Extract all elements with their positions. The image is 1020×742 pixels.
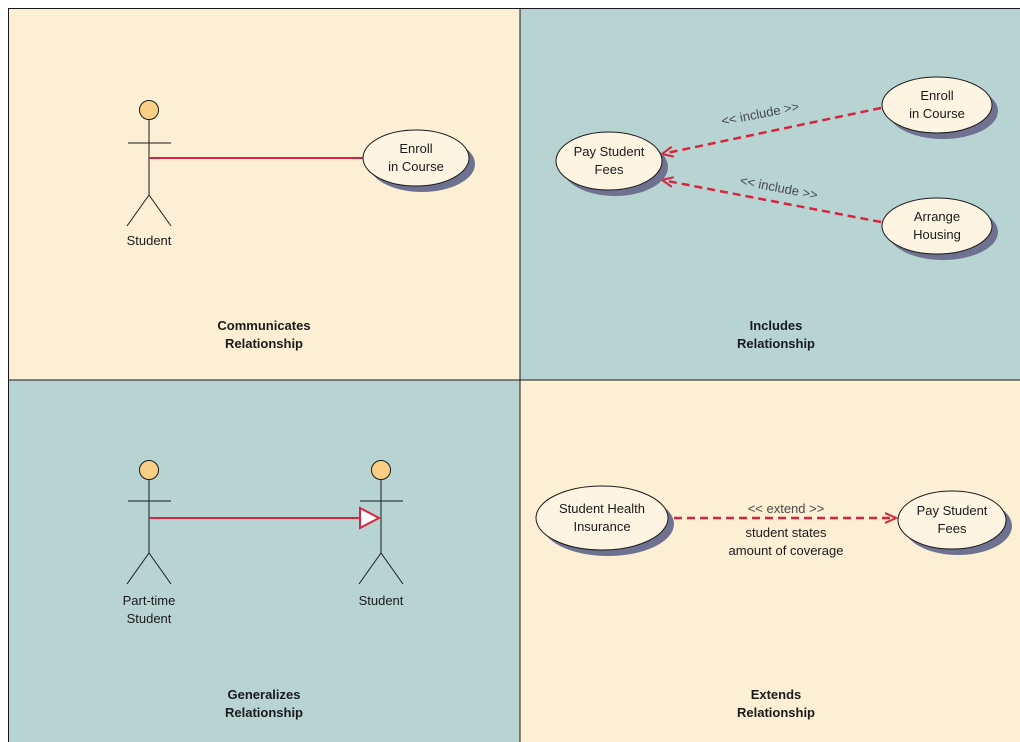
actor-student-parent-label: Student xyxy=(359,593,404,608)
svg-text:Enroll: Enroll xyxy=(399,141,432,156)
panel-communicates-subtitle: Relationship xyxy=(225,336,303,351)
actor-student-parent xyxy=(358,460,404,585)
include-arrow-enroll xyxy=(662,106,882,154)
svg-text:Student Health: Student Health xyxy=(559,501,645,516)
extend-condition-line-1: student states xyxy=(746,525,827,540)
panel-extends-title: Extends xyxy=(751,687,802,702)
panel-extends xyxy=(520,380,1020,742)
svg-text:in Course: in Course xyxy=(909,106,965,121)
svg-text:Pay Student: Pay Student xyxy=(574,144,645,159)
actor-part-time-student xyxy=(126,460,172,585)
usecase-student-health-insurance: Student Health Insurance xyxy=(535,485,674,556)
panel-includes-title: Includes xyxy=(750,318,803,333)
panel-includes-subtitle: Relationship xyxy=(737,336,815,351)
actor-part-time-student-label-2: Student xyxy=(127,611,172,626)
uml-use-case-relationships-figure: Student Enroll in Course Communicates Re… xyxy=(8,8,1020,742)
panel-generalizes xyxy=(8,380,520,742)
diagram-canvas: Student Enroll in Course Communicates Re… xyxy=(8,8,1020,742)
svg-text:in Course: in Course xyxy=(388,159,444,174)
actor-student xyxy=(126,100,172,227)
usecase-enroll-in-course-included: Enroll in Course xyxy=(881,76,998,139)
panel-communicates-title: Communicates xyxy=(217,318,310,333)
include-arrow-housing xyxy=(662,180,882,224)
usecase-pay-student-fees: Pay Student Fees xyxy=(555,131,668,196)
extend-condition-line-2: amount of coverage xyxy=(729,543,844,558)
panel-extends-subtitle: Relationship xyxy=(737,705,815,720)
svg-text:Arrange: Arrange xyxy=(914,209,960,224)
actor-student-label: Student xyxy=(127,233,172,248)
svg-text:Fees: Fees xyxy=(938,521,967,536)
svg-text:Insurance: Insurance xyxy=(573,519,630,534)
actor-part-time-student-label-1: Part-time xyxy=(123,593,176,608)
extend-stereotype: << extend >> xyxy=(748,501,825,516)
svg-text:Fees: Fees xyxy=(595,162,624,177)
usecase-pay-student-fees-base: Pay Student Fees xyxy=(897,490,1012,555)
panel-generalizes-title: Generalizes xyxy=(228,687,301,702)
usecase-enroll-in-course: Enroll in Course xyxy=(362,129,475,192)
panel-generalizes-subtitle: Relationship xyxy=(225,705,303,720)
svg-text:Enroll: Enroll xyxy=(920,88,953,103)
generalization-arrow xyxy=(149,506,382,530)
usecase-arrange-housing: Arrange Housing xyxy=(881,197,998,260)
svg-text:Housing: Housing xyxy=(913,227,961,242)
panel-communicates xyxy=(8,8,520,380)
svg-text:Pay Student: Pay Student xyxy=(917,503,988,518)
